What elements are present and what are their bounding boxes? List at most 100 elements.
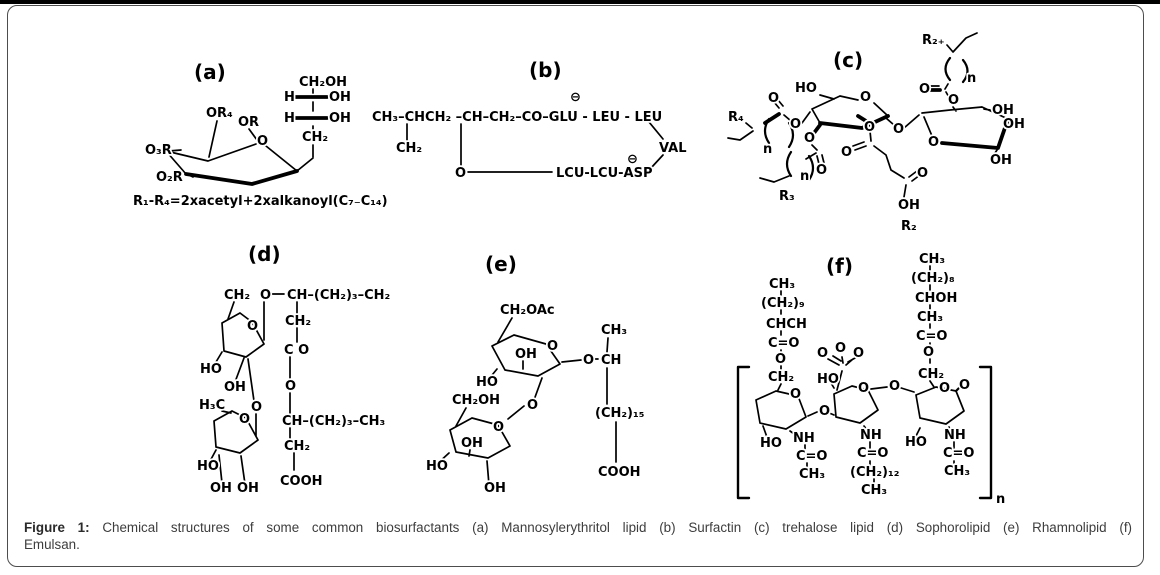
chem-label: O	[790, 117, 801, 132]
chem-label: OH	[1003, 117, 1025, 132]
figure-caption: Figure 1: Chemical structures of some co…	[24, 519, 1132, 553]
bold-bond	[954, 384, 963, 393]
chem-label: OH	[515, 347, 537, 362]
chem-label: HO	[200, 362, 222, 377]
chem-label: CH	[601, 353, 621, 368]
chem-label: O	[919, 82, 930, 97]
caption-text: Chemical structures of some common biosu…	[102, 520, 1132, 535]
chem-label: n	[763, 142, 772, 157]
ring-oxygen: O	[939, 381, 950, 396]
chem-label: CH₂	[396, 141, 422, 156]
repeat-subscript: n	[996, 492, 1005, 507]
chem-label: CH–(CH₂)₃–CH₂	[287, 288, 390, 303]
chem-label: HO	[476, 375, 498, 390]
chem-label: O	[817, 346, 828, 361]
chem-label: (CH₂)₁₂	[850, 465, 899, 480]
chem-label: CH₂	[284, 439, 310, 454]
chem-label: O₃R	[145, 143, 172, 158]
chem-label: HO	[426, 459, 448, 474]
chem-label: O	[948, 93, 959, 108]
chem-label: O	[527, 398, 538, 413]
chem-label: CH₃	[601, 323, 627, 338]
chem-label: OH	[990, 153, 1012, 168]
ring-oxygen: O	[493, 420, 504, 435]
ring-oxygen: O	[860, 90, 871, 105]
chem-label: O	[816, 163, 827, 178]
chem-label: O	[804, 131, 815, 146]
chem-label: O	[455, 166, 466, 181]
bold-bond	[763, 88, 1010, 150]
ring-oxygen: O	[858, 381, 869, 396]
caption-line-1: Figure 1: Chemical structures of some co…	[24, 519, 1132, 536]
bond	[165, 88, 314, 178]
chem-label: O	[775, 352, 786, 367]
repeat-bracket	[736, 365, 993, 500]
chem-label: OH	[992, 103, 1014, 118]
chem-label: C=O	[768, 336, 799, 351]
bond	[406, 121, 664, 173]
chem-label: OH	[237, 481, 259, 496]
bond	[208, 293, 298, 485]
chem-label: H	[284, 90, 295, 105]
chem-label: O	[251, 400, 262, 415]
chem-label: O	[583, 353, 594, 368]
chem-label: OH	[329, 90, 351, 105]
chem-label: CH–(CH₂)₃–CH₃	[282, 414, 385, 429]
panel-b-label: (b)	[529, 58, 562, 82]
chem-label: HO	[817, 372, 839, 387]
chem-label: (CH₂)₈	[911, 271, 955, 286]
chem-label: COOH	[280, 474, 323, 489]
ring-oxygen: O	[790, 387, 801, 402]
panel-c-label: (c)	[833, 48, 863, 72]
chem-label: COOH	[598, 465, 641, 480]
chem-label: O	[864, 120, 875, 135]
chem-label: C=O	[796, 449, 827, 464]
ring-oxygen: O	[928, 135, 939, 150]
caption-prefix: Figure 1:	[24, 520, 90, 535]
chem-label: CH₃	[799, 467, 825, 482]
chem-label: n	[967, 71, 976, 86]
chem-label: CH₂	[918, 367, 944, 382]
chem-label: O	[853, 346, 864, 361]
ring-oxygen: O	[547, 339, 558, 354]
bond	[436, 317, 617, 486]
chem-label: OH	[329, 111, 351, 126]
caption-line-2: Emulsan.	[24, 537, 80, 552]
chem-label: CH₃	[944, 464, 970, 479]
minus-charge: ⊖	[570, 90, 581, 105]
chem-label: OH	[210, 481, 232, 496]
chem-label: C=O	[916, 329, 947, 344]
bond	[727, 32, 1009, 198]
chem-label: OH	[898, 198, 920, 213]
chem-label: (CH₂)₉	[761, 296, 805, 311]
chem-label: CH₂OH	[452, 393, 500, 408]
chem-label: O	[285, 379, 296, 394]
chem-label: NH	[860, 428, 882, 443]
panel-a-note: R₁-R₄=2xacetyl+2xalkanoyl(C₇₋C₁₄)	[133, 194, 388, 209]
chem-label: R₄	[728, 110, 744, 125]
chem-label: CH₃	[919, 252, 945, 267]
chem-label: CH₃	[769, 277, 795, 292]
chem-label: OH	[484, 481, 506, 496]
chem-label: CHCH	[766, 317, 807, 332]
chem-label: CH₃	[917, 310, 943, 325]
chem-label: CH₂OAc	[500, 303, 555, 318]
top-black-bar	[0, 0, 1160, 4]
fatty-acid-peptide-chain: CH₃–CHCH₂ –CH–CH₂–CO–GLU - LEU - LEU	[372, 110, 662, 125]
chem-label: O	[959, 378, 970, 393]
bond	[755, 265, 965, 486]
alkyl-chain-parenthesis	[763, 56, 969, 182]
ring-oxygen: O	[247, 319, 258, 334]
chem-label: O	[923, 345, 934, 360]
chem-label: O	[893, 122, 904, 137]
chem-label: OH	[461, 436, 483, 451]
structure-b: (b) ⊖ CH₃–CHCH₂ –CH–CH₂–CO–GLU - LEU - LE…	[370, 56, 688, 183]
chem-label: R₃	[779, 189, 795, 204]
chem-label: O	[835, 341, 846, 356]
